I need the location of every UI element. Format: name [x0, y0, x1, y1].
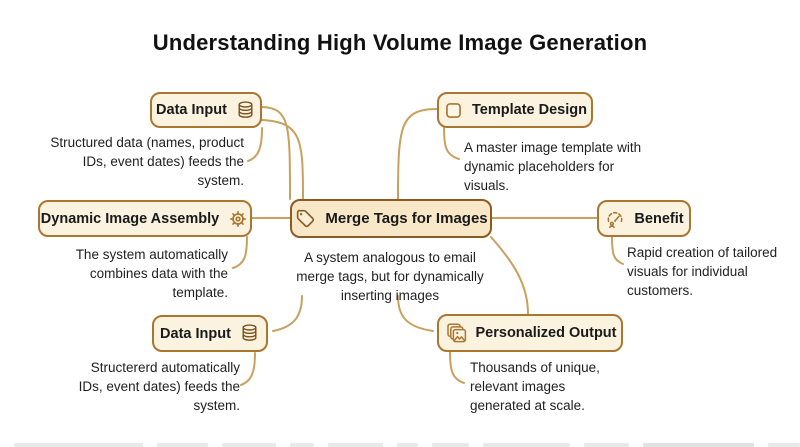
connector-template-desc: [443, 127, 460, 160]
connector-center-to-datainput-bottom: [272, 295, 303, 332]
node-personalized-output: Personalized Output: [437, 314, 623, 352]
desc-data-input-bottom: Structererd automatically IDs, event dat…: [78, 360, 240, 413]
cropped-footer-text: [0, 439, 800, 447]
database-icon: [235, 100, 256, 121]
images-stack-icon: [444, 321, 468, 345]
node-label: Data Input: [160, 325, 231, 342]
connector-assembly-desc: [232, 236, 248, 269]
gauge-icon: [604, 208, 626, 230]
connector-datainput-bottom-desc: [240, 352, 256, 386]
node-label: Data Input: [156, 102, 227, 118]
tag-icon: [294, 207, 317, 230]
desc-benefit: Rapid creation of tailored visuals for i…: [627, 245, 778, 298]
node-data-input-top: Data Input: [150, 92, 262, 128]
connector-output-desc: [449, 351, 465, 384]
node-dynamic-image-assembly: Dynamic Image Assembly: [38, 200, 252, 237]
node-label: Template Design: [472, 102, 587, 118]
node-label: Personalized Output: [475, 325, 617, 341]
connector-datainput-top-to-center-2: [261, 119, 304, 200]
connector-template-to-center: [397, 108, 438, 200]
desc-personalized-output: Thousands of unique, relevant images gen…: [470, 360, 600, 413]
node-data-input-bottom: Data Input: [152, 315, 268, 352]
connector-benefit-desc: [611, 236, 624, 265]
node-merge-tags-for-images: Merge Tags for Images: [290, 199, 492, 238]
desc-merge-tags-for-images: A system analogous to email merge tags, …: [296, 250, 484, 303]
node-template-design: Template Design: [437, 92, 593, 128]
desc-dynamic-image-assembly: The system automatically combines data w…: [75, 247, 228, 300]
node-label: Benefit: [634, 210, 684, 227]
desc-data-input-top: Structured data (names, product IDs, eve…: [50, 135, 244, 188]
node-label: Merge Tags for Images: [325, 210, 488, 227]
diagram-title: Understanding High Volume Image Generati…: [152, 30, 648, 55]
template-icon: [443, 100, 464, 121]
connector-center-to-output-2: [490, 236, 529, 315]
connector-datainput-top-desc: [247, 127, 263, 162]
gear-icon: [227, 208, 249, 230]
node-label: Dynamic Image Assembly: [40, 210, 220, 227]
connector-center-to-output: [397, 295, 434, 332]
database-icon: [239, 323, 260, 344]
desc-template-design: A master image template with dynamic pla…: [464, 140, 642, 193]
node-benefit: Benefit: [597, 200, 691, 237]
